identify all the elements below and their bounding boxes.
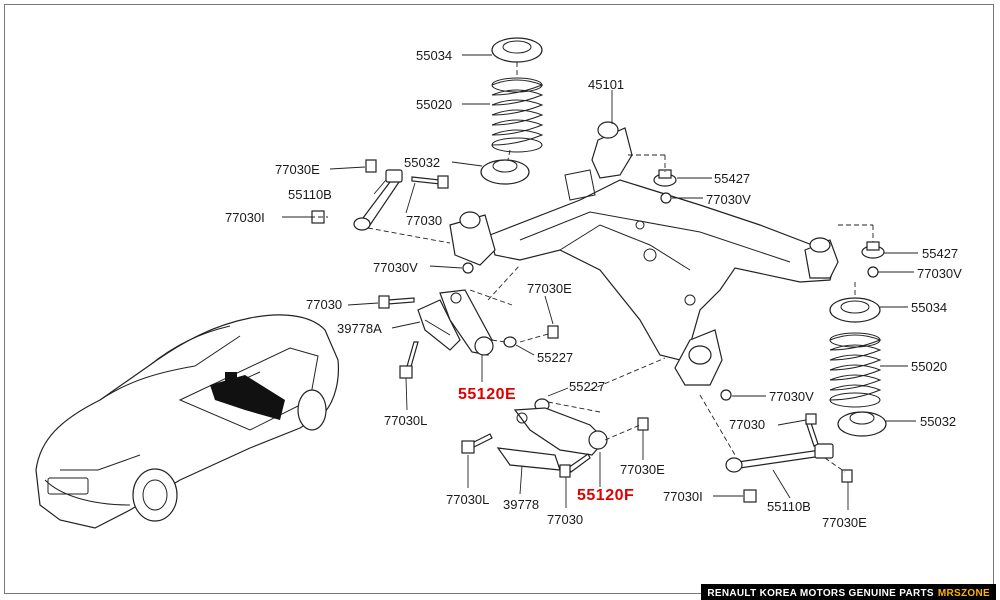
alignment-lines xyxy=(310,62,874,473)
bolt-77030-low xyxy=(559,453,591,478)
nut-77030v-left xyxy=(462,262,474,274)
nut-77030v-top xyxy=(660,192,672,204)
label-77030i-low: 77030I xyxy=(663,489,703,504)
nut-77030v-right xyxy=(867,266,879,278)
leader-lines xyxy=(282,54,918,510)
mount-55427-top xyxy=(653,169,677,187)
label-39778: 39778 xyxy=(503,497,540,512)
bolt-77030e-upper xyxy=(365,159,377,173)
footer-brand: MRSZONE xyxy=(937,587,990,599)
control-link-55110b-lower xyxy=(725,443,834,473)
bolt-77030-upper xyxy=(411,175,449,189)
label-77030-top: 77030 xyxy=(406,213,443,228)
coil-spring-55020 xyxy=(491,77,544,153)
lower-arm-55120f xyxy=(513,407,608,456)
label-55020-top: 55020 xyxy=(416,97,453,112)
nut-77030i-low xyxy=(743,489,757,503)
bolt-77030-right xyxy=(805,413,819,447)
label-55427-b: 55427 xyxy=(922,246,959,261)
bolt-77030-mid xyxy=(378,295,415,309)
label-77030v-left: 77030V xyxy=(373,260,418,275)
lower-arm-55120e xyxy=(439,289,494,356)
label-55110b-top: 55110B xyxy=(288,187,332,202)
label-77030-low: 77030 xyxy=(547,512,584,527)
bolt-77030e-bottom xyxy=(841,469,853,483)
bracket-39778 xyxy=(496,447,561,471)
label-55034-top: 55034 xyxy=(416,48,453,63)
label-77030i-top: 77030I xyxy=(225,210,265,225)
label-77030e-bottom: 77030E xyxy=(822,515,867,530)
label-77030v-right: 77030V xyxy=(769,389,814,404)
rear-subframe-45101 xyxy=(449,121,839,386)
label-55427-a: 55427 xyxy=(714,171,751,186)
spring-seat-upper-55034-right xyxy=(829,297,881,323)
control-link-55110b-upper xyxy=(353,169,403,231)
nut-77030e-low xyxy=(637,417,649,431)
spring-seat-lower-55032-right xyxy=(837,411,887,437)
label-77030e-top: 77030E xyxy=(275,162,320,177)
label-77030e-low: 77030E xyxy=(620,462,665,477)
label-77030v-b: 77030V xyxy=(917,266,962,281)
label-77030-mid: 77030 xyxy=(306,297,343,312)
label-55227-b: 55227 xyxy=(569,379,606,394)
spring-seat-upper-55034 xyxy=(491,37,543,63)
label-77030l-a: 77030L xyxy=(384,413,428,428)
label-55110b-low: 55110B xyxy=(767,499,811,514)
label-45101: 45101 xyxy=(588,77,625,92)
label-55020-right: 55020 xyxy=(911,359,948,374)
mount-55427-right xyxy=(861,241,885,259)
label-39778a: 39778A xyxy=(337,321,382,336)
footer-text: RENAULT KOREA MOTORS GENUINE PARTS xyxy=(707,587,934,599)
label-55120f: 55120F xyxy=(577,487,635,504)
car-illustration xyxy=(35,314,340,529)
label-77030-right: 77030 xyxy=(729,417,766,432)
footer-banner: RENAULT KOREA MOTORS GENUINE PARTS MRSZO… xyxy=(701,584,996,600)
label-77030l-b: 77030L xyxy=(446,492,490,507)
bolt-77030l-a xyxy=(399,341,419,379)
nut-77030e-mid xyxy=(547,325,559,339)
bracket-39778a xyxy=(417,299,461,351)
label-55032-right: 55032 xyxy=(920,414,957,429)
nut-77030v-lower xyxy=(720,389,732,401)
label-55032-top: 55032 xyxy=(404,155,441,170)
washer-55227-a xyxy=(503,336,517,348)
label-77030v-a: 77030V xyxy=(706,192,751,207)
label-77030e-mid: 77030E xyxy=(527,281,572,296)
bolt-77030l-b xyxy=(461,433,493,454)
label-55034-right: 55034 xyxy=(911,300,948,315)
label-55227-a: 55227 xyxy=(537,350,574,365)
label-55120e: 55120E xyxy=(458,386,517,403)
coil-spring-55020-right xyxy=(829,332,882,408)
spring-seat-lower-55032 xyxy=(480,159,530,185)
